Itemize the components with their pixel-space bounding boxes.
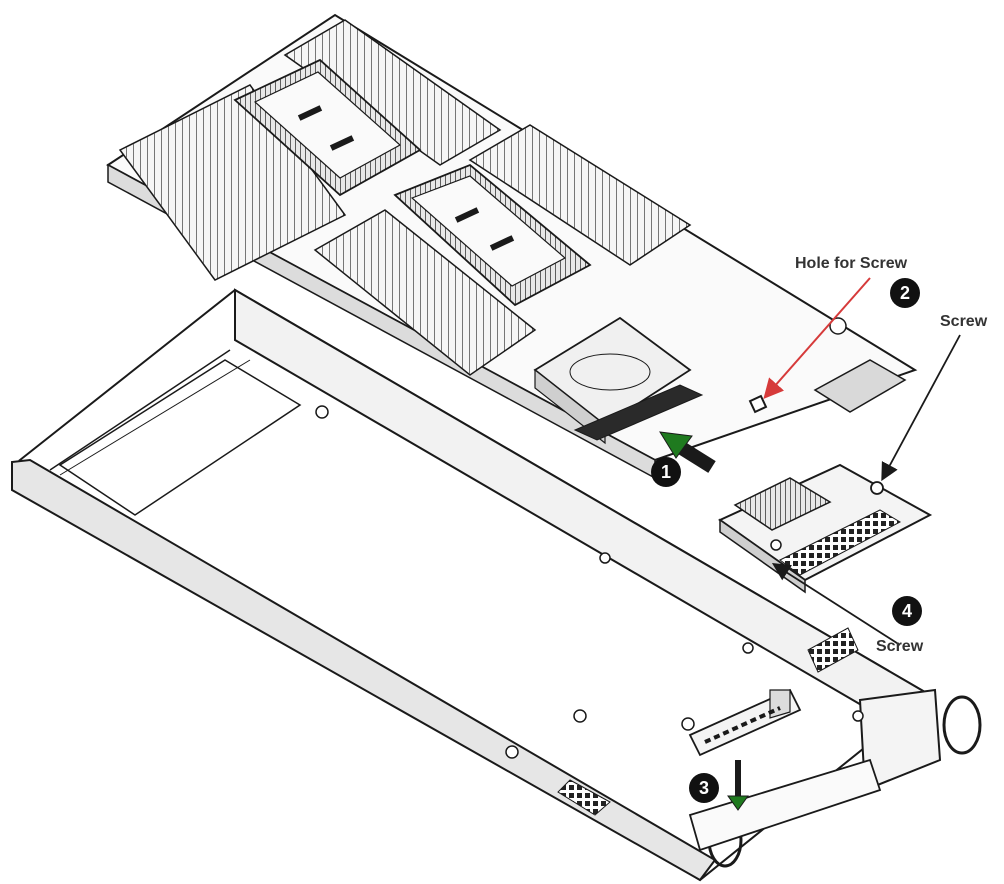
step-badge-1: 1 bbox=[651, 457, 681, 487]
dimm-bank-right-2 bbox=[313, 209, 537, 376]
tray-standoff bbox=[681, 717, 695, 731]
step-number: 1 bbox=[661, 462, 671, 482]
step2-arrow bbox=[763, 277, 871, 400]
tray-standoff bbox=[505, 745, 519, 759]
pcie-slot bbox=[573, 384, 704, 441]
card-screw-bottom bbox=[770, 539, 782, 551]
screw-top-arrow bbox=[881, 334, 961, 482]
rear-handle bbox=[942, 695, 982, 755]
motherboard bbox=[106, 13, 918, 480]
step-badge-4: 4 bbox=[892, 596, 922, 626]
chassis-front-rail bbox=[11, 458, 717, 882]
step1-arrow bbox=[676, 441, 716, 473]
step1-arrow-head bbox=[659, 431, 693, 459]
label-screw-bottom: Screw bbox=[876, 638, 924, 655]
rear-vent bbox=[807, 627, 859, 673]
label-hole-for-screw: Hole for Screw bbox=[795, 255, 908, 272]
tray-standoff bbox=[573, 709, 587, 723]
tray-standoff bbox=[315, 405, 329, 419]
rear-io-panel bbox=[858, 688, 942, 792]
step-number: 2 bbox=[900, 283, 910, 303]
screw-hole-marker bbox=[748, 394, 768, 414]
tray-standoff bbox=[599, 552, 611, 564]
card-screw bbox=[870, 481, 884, 495]
step-badge-2: 2 bbox=[890, 278, 920, 308]
step-number: 4 bbox=[902, 601, 912, 621]
card-ports bbox=[779, 509, 902, 576]
label-screw-top: Screw bbox=[940, 313, 988, 330]
step3-arrow-head bbox=[727, 795, 749, 811]
step-number: 3 bbox=[699, 778, 709, 798]
tray-standoff bbox=[852, 710, 864, 722]
front-vent bbox=[557, 779, 611, 816]
card-heatsink bbox=[733, 477, 832, 531]
cpu-heatsink-1 bbox=[233, 58, 422, 197]
io-bracket bbox=[688, 688, 802, 757]
io-connector-block bbox=[813, 359, 907, 413]
bracket-frame bbox=[688, 758, 882, 852]
standoff bbox=[829, 317, 847, 335]
cpu-heatsink-2 bbox=[393, 163, 592, 307]
dimm-bank-right-1 bbox=[468, 124, 692, 266]
step-badge-3: 3 bbox=[689, 773, 719, 803]
step4-arrow bbox=[771, 563, 901, 646]
tray-standoff bbox=[742, 642, 754, 654]
add-on-card bbox=[718, 463, 933, 594]
dimm-bank-left-1 bbox=[118, 84, 347, 281]
chassis-cutout bbox=[58, 359, 302, 516]
